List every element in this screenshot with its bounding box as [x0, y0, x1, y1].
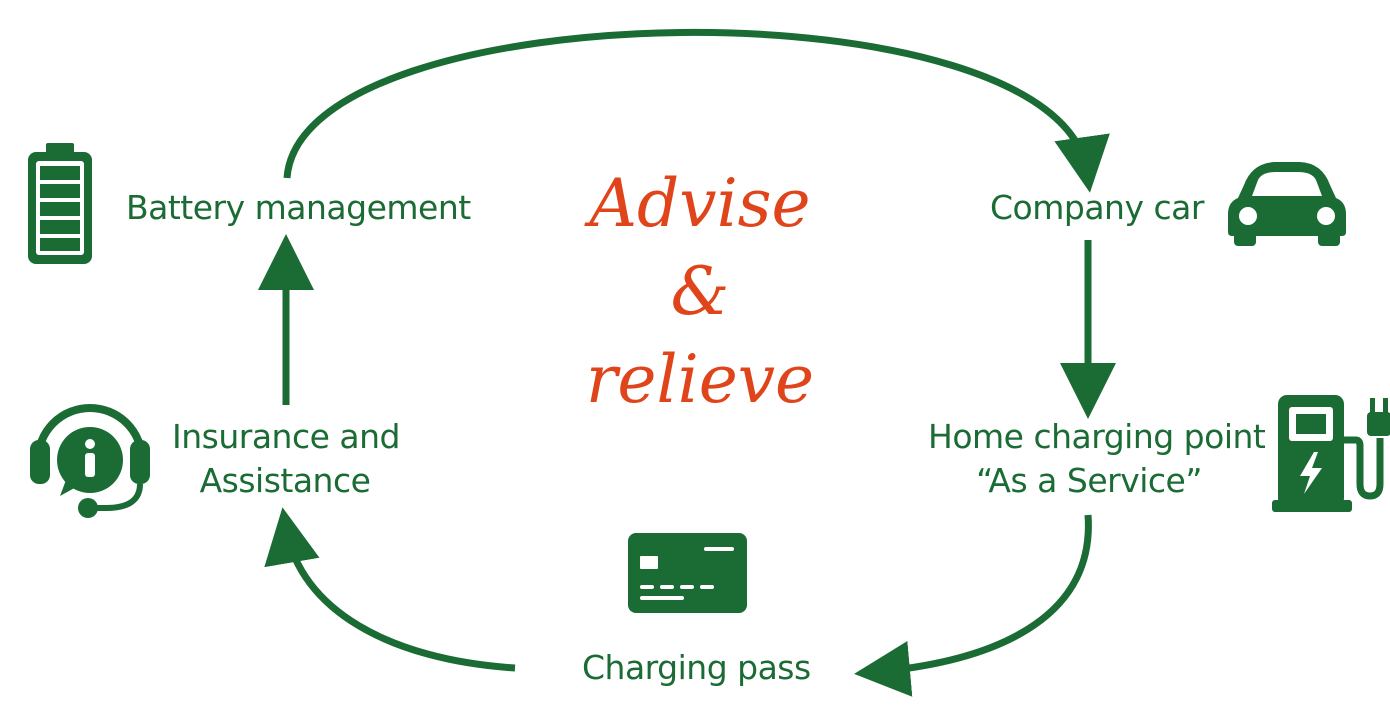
insurance-line2: Assistance: [199, 461, 371, 500]
insurance-line1: Insurance and: [172, 417, 400, 456]
slogan-line-ampersand: &: [670, 253, 730, 330]
car-icon: [1228, 162, 1346, 246]
home-charging-line1: Home charging point: [928, 417, 1266, 456]
insurance-assistance-label: Insurance and Assistance: [172, 415, 400, 503]
credit-card-icon: [628, 533, 747, 613]
arrow-home-to-pass: [854, 514, 1092, 697]
ev-charger-icon: [1272, 395, 1390, 512]
slogan-line-relieve: relieve: [585, 341, 815, 418]
arrow-battery-to-car: [283, 29, 1110, 193]
home-charging-label: Home charging point “As a Service”: [928, 415, 1266, 503]
company-car-label: Company car: [990, 188, 1204, 227]
arrow-pass-to-insurance: [264, 507, 516, 672]
slogan-line-advise: Advise: [589, 165, 811, 242]
battery-icon: [28, 143, 92, 264]
home-charging-line2: “As a Service”: [976, 461, 1202, 500]
charging-pass-label: Charging pass: [582, 648, 811, 687]
headset-info-icon: [30, 404, 150, 518]
battery-management-label: Battery management: [126, 188, 471, 227]
advise-relieve-slogan: Advise & relieve: [580, 160, 820, 424]
